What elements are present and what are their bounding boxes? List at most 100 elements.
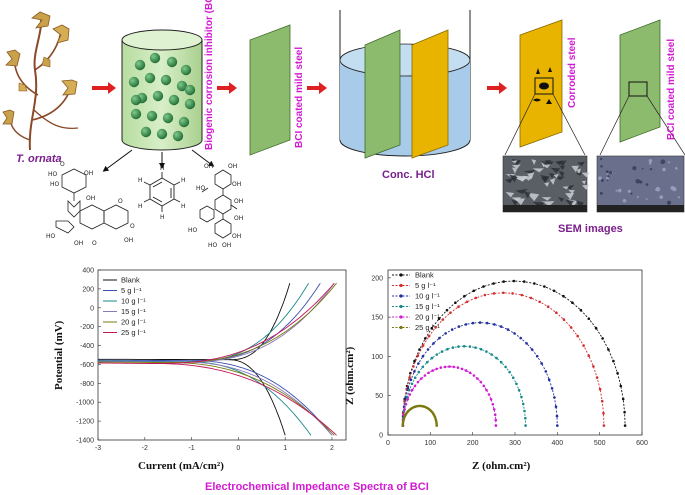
svg-text:O: O [118, 198, 123, 205]
nyquist-point [595, 376, 599, 379]
nyquist-point [582, 344, 585, 347]
sem-texture [511, 160, 518, 164]
bci-particle [166, 56, 178, 68]
nyquist-ytick-label: 200 [371, 275, 383, 282]
nyquist-point [520, 395, 523, 399]
nyquist-point [485, 350, 488, 353]
nyquist-point [408, 376, 411, 379]
nyquist-point [601, 337, 604, 340]
sem-texture [581, 184, 590, 190]
nyquist-xtick-label: 500 [594, 440, 606, 447]
svg-text:H: H [160, 165, 165, 172]
nyquist-legend-marker [399, 304, 403, 309]
nyquist-point [443, 365, 447, 369]
nyquist-point [441, 318, 445, 321]
nyquist-legend-label: 15 g l⁻¹ [415, 302, 440, 311]
svg-text:OH: OH [74, 240, 83, 247]
nyquist-xtick-label: 300 [509, 440, 521, 447]
nyquist-xtick-label: 100 [424, 440, 436, 447]
nyquist-series-line [402, 280, 626, 426]
molecule-benzene: H H H H H H [138, 165, 186, 221]
sem-texture [571, 165, 579, 173]
nyquist-point [494, 424, 498, 427]
nyquist-point [424, 337, 427, 340]
nyquist-point [405, 395, 409, 399]
nyquist-point [406, 387, 410, 390]
svg-text:O: O [130, 223, 135, 230]
sem-texture [540, 174, 550, 182]
svg-text:OH: OH [124, 237, 133, 244]
nyquist-point [499, 360, 503, 364]
nyquist-point [420, 377, 423, 380]
nyquist-point [483, 293, 487, 297]
sem-texture [568, 189, 575, 194]
svg-text:H: H [160, 214, 165, 221]
nyquist-point [409, 378, 413, 382]
sem-texture [523, 169, 536, 174]
sem-texture [505, 177, 514, 184]
sem-texture [549, 178, 556, 185]
nyquist-ylabel: Z (ohm.cm²) [344, 346, 356, 405]
sem-texture [606, 179, 609, 182]
nyquist-point [623, 410, 626, 414]
nyquist-xtick-label: 0 [386, 440, 390, 447]
organism-label: T. ornata [16, 153, 62, 165]
sem-texture [598, 176, 602, 181]
nyquist-point [502, 280, 506, 283]
nyquist-point [512, 279, 516, 283]
tafel-plateau-line [97, 362, 155, 364]
bci-particle [178, 116, 190, 128]
sem-texture [548, 172, 555, 179]
nyquist-point [517, 388, 521, 392]
tafel-legend-label: 10 g l⁻¹ [121, 297, 146, 306]
arrow-icon [319, 82, 327, 94]
nyquist-point [502, 291, 505, 295]
nyquist-point [482, 384, 486, 388]
nyquist-point [523, 409, 526, 413]
nyquist-point [417, 370, 421, 374]
nyquist-legend-marker [399, 325, 403, 330]
tafel-cathodic-line [168, 362, 335, 436]
sem-texture [599, 191, 603, 195]
nyquist-point [492, 408, 496, 411]
nyquist-point [538, 300, 541, 304]
nyquist-point [471, 321, 475, 325]
tafel-anodic-line [186, 282, 309, 363]
tafel-legend-label: 20 g l⁻¹ [121, 318, 146, 327]
nyquist-point [525, 342, 528, 345]
nyquist-point [445, 308, 449, 312]
tafel-xtick-label: 0 [236, 445, 240, 452]
bci-cylinder [121, 29, 203, 151]
nyquist-point [413, 370, 416, 373]
nyquist-point [602, 424, 606, 427]
flow-arrows [92, 82, 507, 94]
svg-text:H: H [181, 203, 186, 210]
sem-texture [531, 159, 537, 166]
tafel-xtick-label: 1 [283, 445, 287, 452]
tafel-xtick-label: -1 [188, 445, 194, 452]
nyquist-point [430, 356, 434, 360]
tafel-ytick-label: -600 [80, 362, 94, 369]
nyquist-point [579, 308, 583, 312]
svg-text:OH: OH [232, 233, 241, 240]
tafel-xlabel: Current (mA/cm²) [138, 460, 224, 472]
nyquist-point [474, 346, 477, 349]
nyquist-point [413, 359, 416, 363]
nyquist-point [418, 348, 421, 351]
nyquist-point [460, 367, 464, 371]
nyquist-point [494, 418, 498, 422]
sem-texture [576, 168, 581, 175]
sem-texture [660, 159, 666, 165]
nyquist-point [479, 380, 483, 384]
sem-texture [554, 160, 563, 166]
svg-text:OH: OH [84, 170, 93, 177]
nyquist-point [440, 350, 444, 353]
bci-coated-label-1: BCI coated mild steel [294, 47, 305, 148]
nyquist-point [410, 388, 414, 392]
nyquist-point [554, 405, 558, 409]
svg-text:OH: OH [234, 198, 243, 205]
arrow-icon [229, 82, 237, 94]
bci-particle [172, 130, 184, 142]
svg-text:O: O [60, 161, 65, 168]
bci-particle [130, 108, 142, 120]
